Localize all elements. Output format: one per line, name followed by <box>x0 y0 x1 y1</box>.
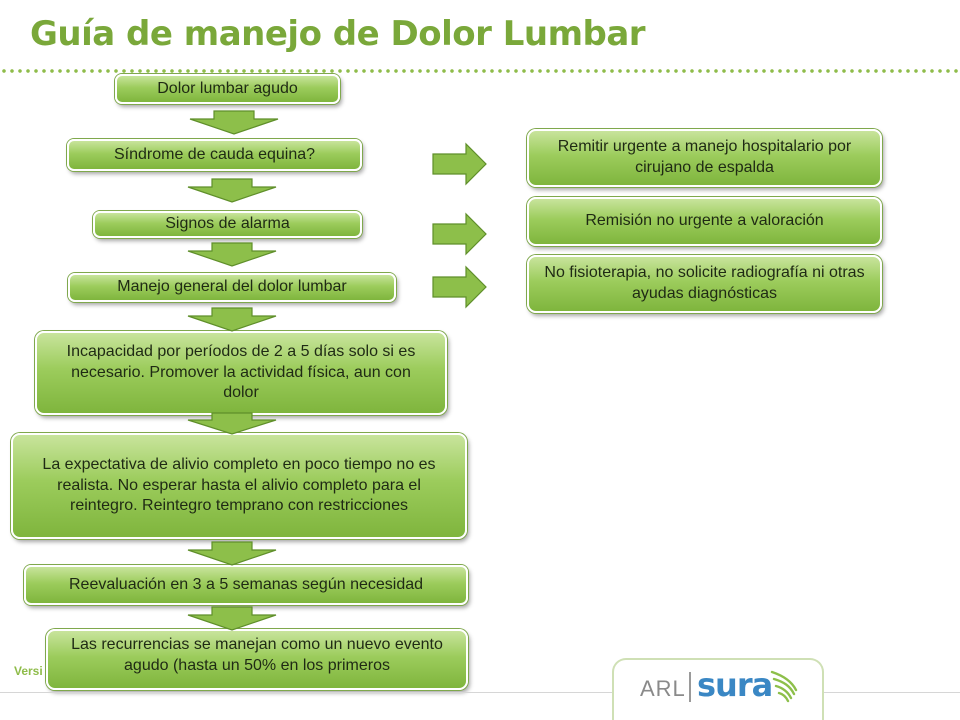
arrow-down-icon <box>187 606 277 631</box>
step-manejo-general: Manejo general del dolor lumbar <box>68 273 396 302</box>
arrow-down-icon <box>189 110 279 135</box>
step-recurrencias: Las recurrencias se manejan como un nuev… <box>46 629 468 690</box>
logo-sura-text: sura <box>697 666 773 704</box>
step-incapacidad: Incapacidad por períodos de 2 a 5 días s… <box>35 331 447 415</box>
arrow-down-icon <box>187 541 277 566</box>
version-label: Versi <box>14 664 43 678</box>
step-signos-alarma: Signos de alarma <box>93 211 362 238</box>
arrow-right-icon <box>432 265 487 309</box>
page-title: Guía de manejo de Dolor Lumbar <box>30 14 646 54</box>
outcome-remision-no-urgente: Remisión no urgente a valoración <box>527 197 882 246</box>
arrow-down-icon <box>187 242 277 267</box>
logo-arl-text: ARL <box>640 676 686 701</box>
dotted-divider <box>0 68 960 74</box>
logo-separator <box>689 672 691 702</box>
arrow-right-icon <box>432 142 487 186</box>
outcome-no-fisioterapia: No fisioterapia, no solicite radiografía… <box>527 255 882 313</box>
step-reevaluacion: Reevaluación en 3 a 5 semanas según nece… <box>24 565 468 605</box>
logo-tab <box>612 658 824 720</box>
sura-bird-icon <box>770 670 798 703</box>
arrow-down-icon <box>187 412 277 435</box>
step-expectativa-alivio: La expectativa de alivio completo en poc… <box>11 433 467 539</box>
outcome-remitir-urgente: Remitir urgente a manejo hospitalario po… <box>527 129 882 187</box>
arrow-down-icon <box>187 307 277 332</box>
step-sindrome-cauda-equina: Síndrome de cauda equina? <box>67 139 362 171</box>
footer-line <box>0 692 960 693</box>
step-dolor-lumbar-agudo: Dolor lumbar agudo <box>115 74 340 104</box>
arrow-right-icon <box>432 212 487 256</box>
arrow-down-icon <box>187 178 277 203</box>
